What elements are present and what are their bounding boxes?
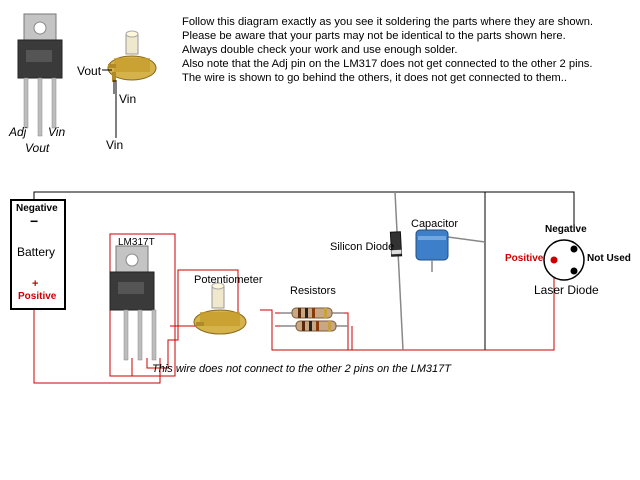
regulator-label: LM317T bbox=[118, 237, 155, 248]
silicon-diode bbox=[389, 191, 404, 351]
instructions: Follow this diagram exactly as you see i… bbox=[182, 15, 622, 85]
resistors bbox=[280, 307, 348, 332]
pin-label-vout: Vout bbox=[25, 141, 50, 155]
laser-positive-label: Positive bbox=[505, 253, 544, 264]
pot-pinout-reference bbox=[102, 30, 157, 138]
laser-not-used-label: Not Used bbox=[587, 253, 631, 264]
instruction-line: Follow this diagram exactly as you see i… bbox=[182, 16, 594, 28]
capacitor-label: Capacitor bbox=[411, 218, 459, 230]
instruction-line: Please be aware that your parts may not … bbox=[182, 30, 566, 42]
instruction-line: Also note that the Adj pin on the LM317 … bbox=[182, 58, 593, 70]
diode-label: Silicon Diode bbox=[330, 241, 395, 253]
instruction-line: The wire is shown to go behind the other… bbox=[182, 72, 567, 84]
laser-diode-label: Laser Diode bbox=[534, 283, 599, 297]
pot-label-vin-lower: Vin bbox=[106, 138, 124, 152]
battery-negative-label: Negative bbox=[16, 203, 58, 214]
potentiometer-label: Potentiometer bbox=[194, 274, 263, 286]
battery-label: Battery bbox=[17, 245, 56, 259]
battery-plus-sign: + bbox=[32, 278, 39, 290]
capacitor bbox=[415, 229, 486, 272]
negative-wires bbox=[33, 191, 575, 350]
pot-label-vout: Vout bbox=[77, 64, 102, 78]
pin-label-adj: Adj bbox=[9, 125, 27, 139]
lm317-regulator bbox=[109, 245, 157, 361]
lm317-pinout-reference bbox=[17, 13, 63, 137]
potentiometer bbox=[193, 282, 247, 335]
pin-label-vin: Vin bbox=[48, 125, 66, 139]
laser-diode bbox=[543, 239, 585, 281]
instruction-line: Always double check your work and use en… bbox=[182, 44, 458, 56]
battery bbox=[10, 199, 66, 310]
resistors-label: Resistors bbox=[290, 285, 336, 297]
battery-positive-label: Positive bbox=[18, 291, 57, 302]
pot-label-vin: Vin bbox=[119, 92, 137, 106]
battery-minus-sign: − bbox=[30, 213, 39, 229]
laser-negative-label: Negative bbox=[545, 224, 587, 235]
wire-note: This wire does not connect to the other … bbox=[152, 363, 452, 375]
